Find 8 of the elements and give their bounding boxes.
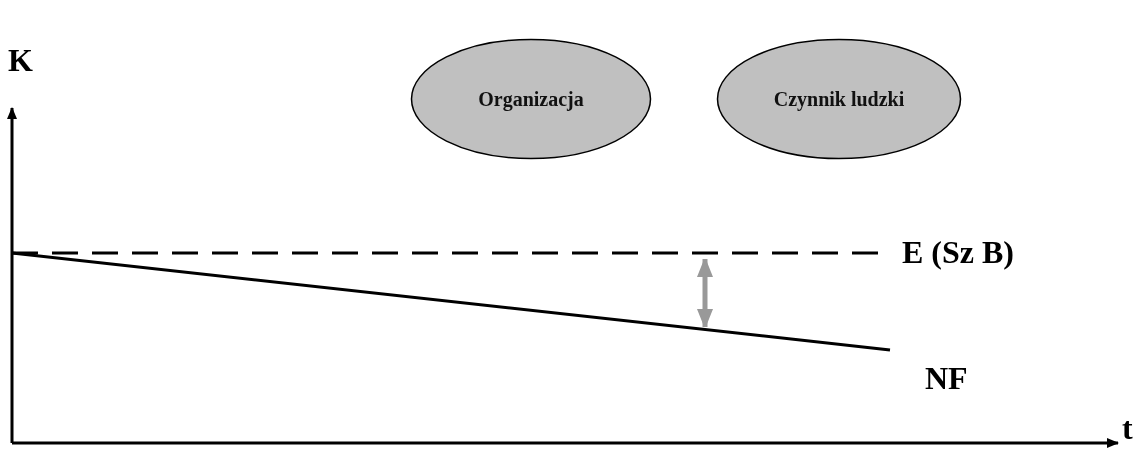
axis-label: t: [1122, 412, 1133, 444]
line-label: NF: [925, 362, 968, 394]
line-label: E (Sz B): [902, 236, 1014, 268]
ellipse-node: [716, 38, 962, 160]
node-label: Czynnik ludzki: [773, 87, 905, 111]
node-label: Organizacja: [478, 87, 584, 111]
ellipse-node: [410, 38, 652, 160]
axis-label: K: [8, 44, 33, 76]
